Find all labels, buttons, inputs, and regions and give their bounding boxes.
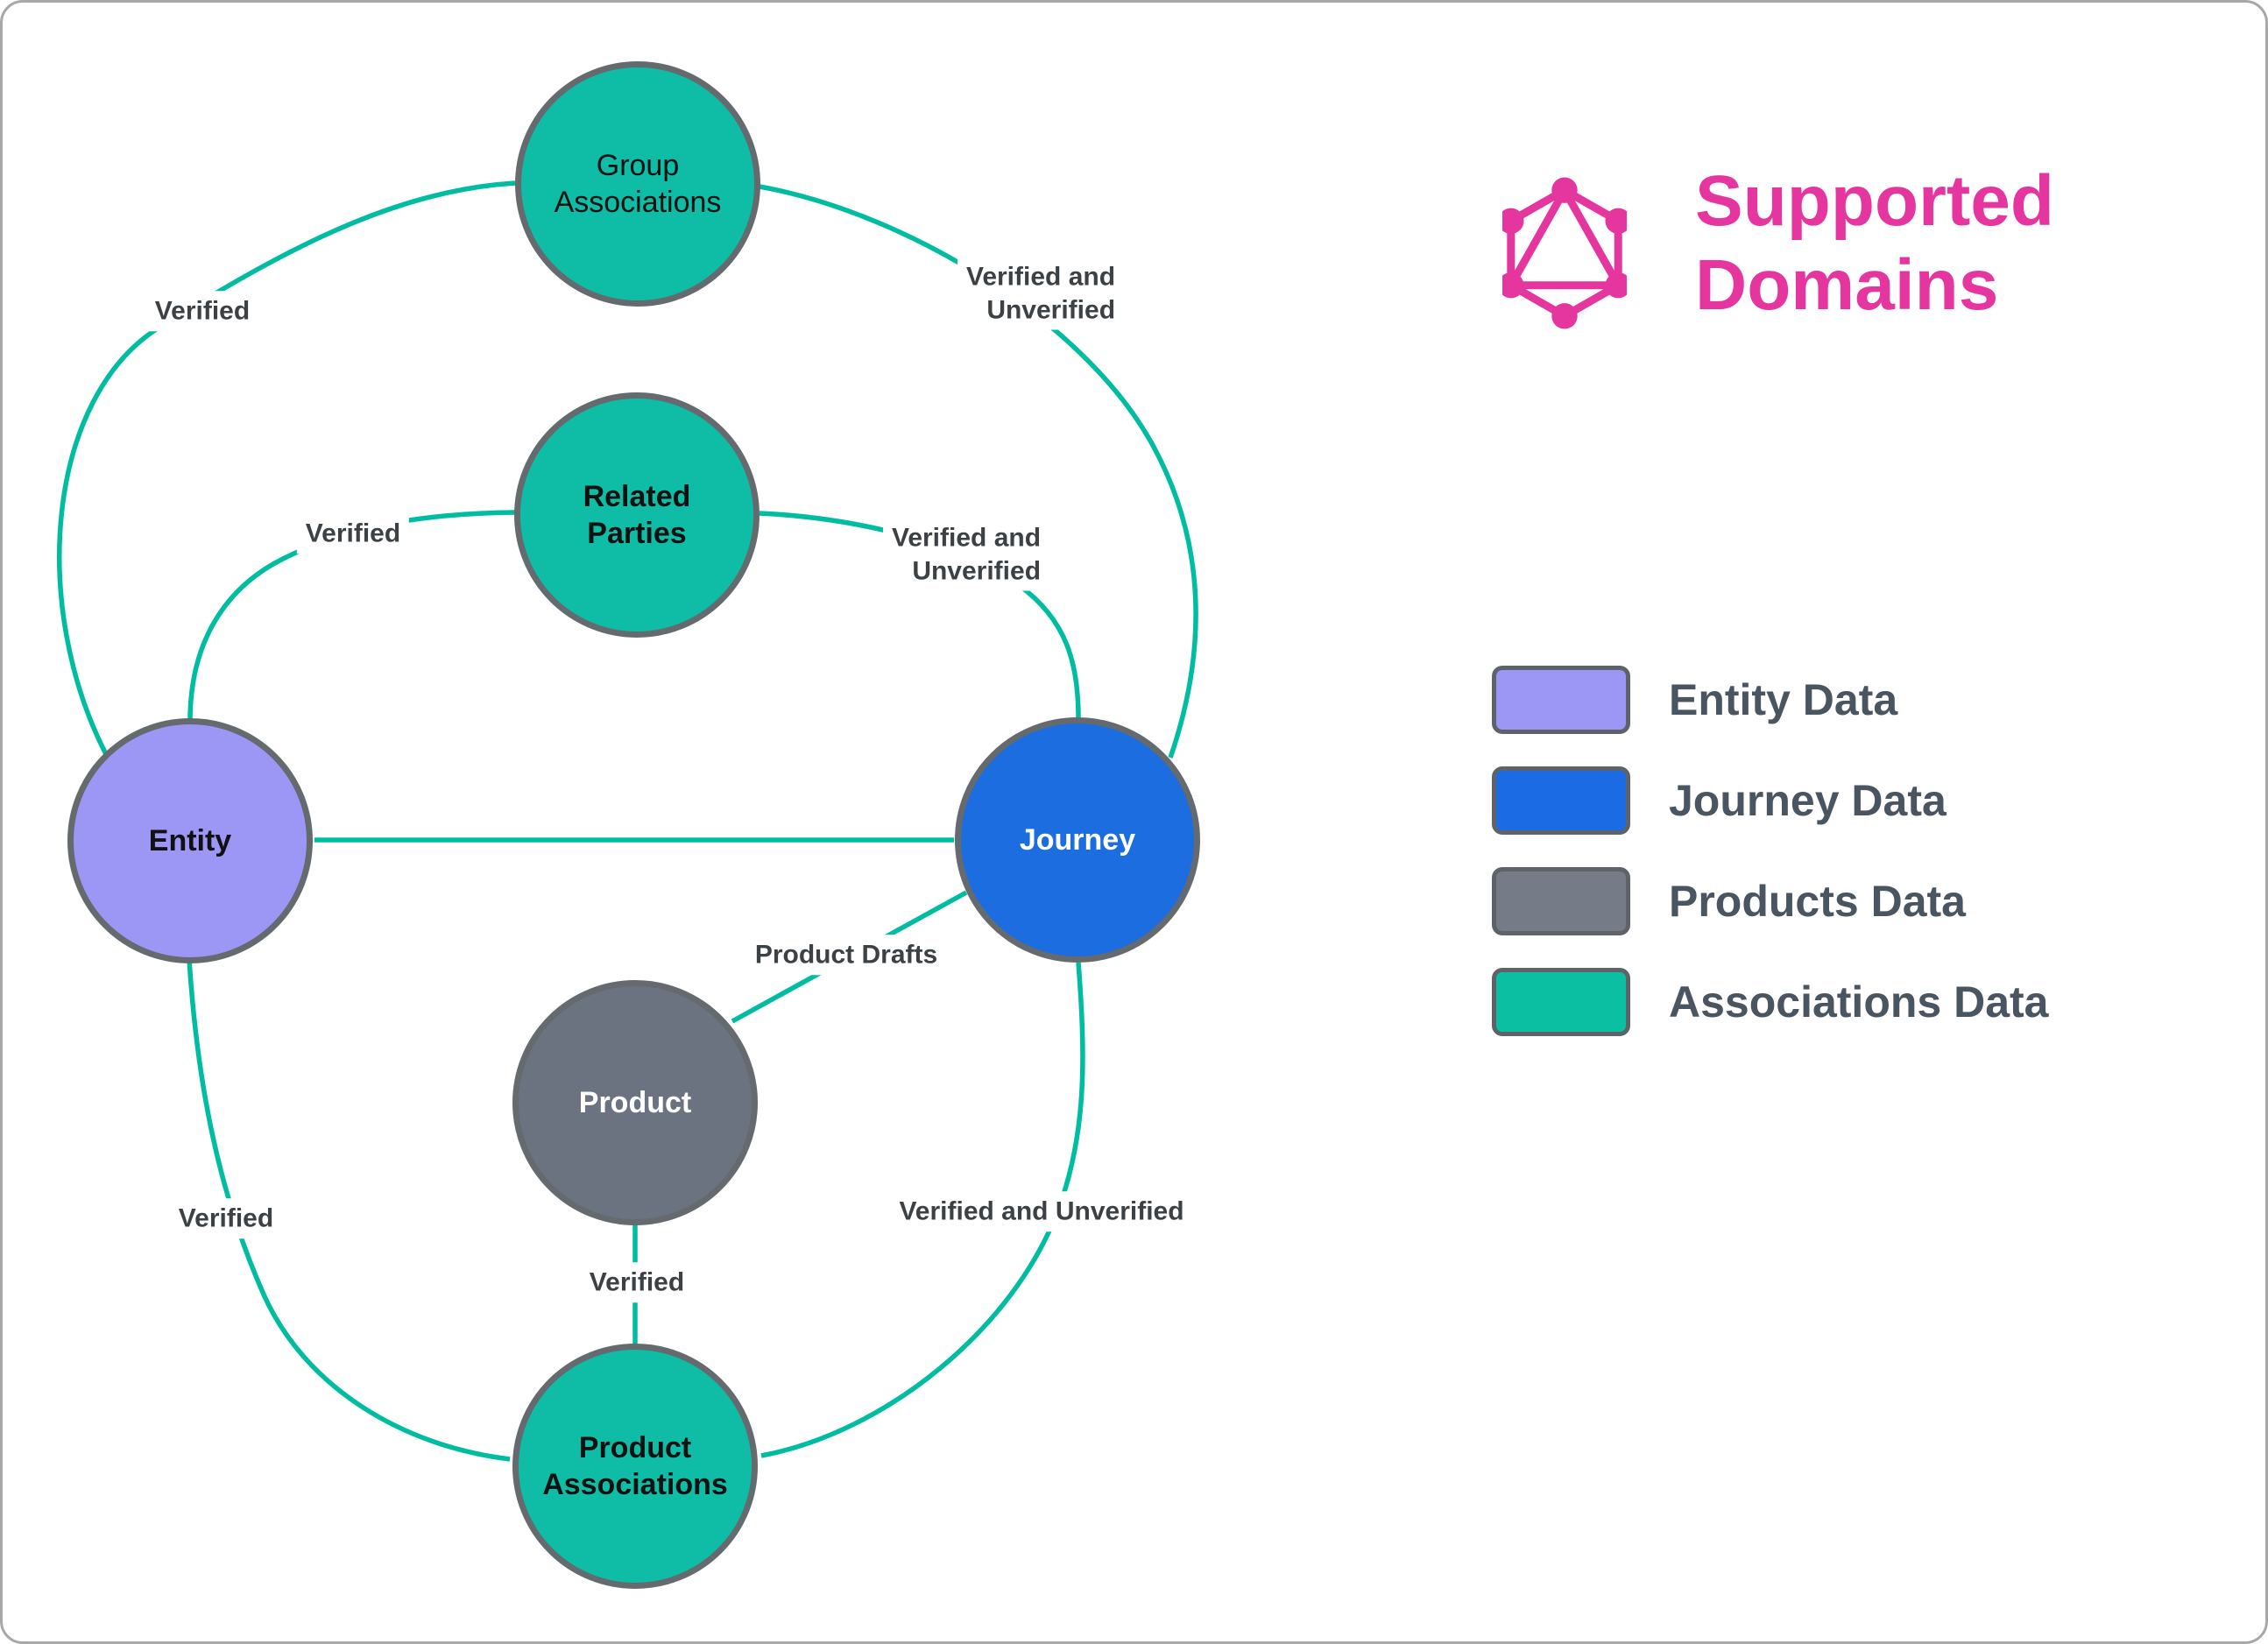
edge-entity-product-associations (187, 959, 511, 1462)
page-title-line1: Supported (1695, 161, 2054, 241)
header: Supported Domains (1502, 161, 2054, 335)
edge-entity-group-associations (57, 180, 516, 759)
node-group-associations: Group Associations (515, 61, 760, 307)
node-related-parties: Related Parties (514, 392, 760, 638)
legend-row-products-data: Products Data (1492, 867, 2048, 935)
legend-label-journey-data: Journey Data (1669, 776, 1947, 825)
edge-journey-product-associations (760, 962, 1085, 1458)
node-related-parties-label: Related Parties (583, 479, 691, 551)
node-entity: Entity (67, 718, 313, 963)
edge-label-entity-group-associations: Verified (145, 291, 259, 331)
node-group-associations-label: Group Associations (554, 148, 722, 220)
edge-entity-related-parties (187, 510, 516, 722)
legend-row-associations-data: Associations Data (1492, 968, 2048, 1036)
legend-label-entity-data: Entity Data (1669, 675, 1898, 724)
node-product-associations: Product Associations (512, 1344, 758, 1589)
edge-label-entity-related-parties: Verified (296, 513, 410, 554)
node-journey-label: Journey (1019, 822, 1136, 857)
edge-label-journey-product-associations: Verified and Unverified (890, 1191, 1193, 1231)
node-product-associations-label: Product Associations (542, 1430, 728, 1502)
edge-label-product-product-associations: Verified (580, 1262, 694, 1302)
legend-label-products-data: Products Data (1669, 877, 1966, 926)
edge-label-entity-product-associations: Verified (169, 1198, 283, 1238)
edge-label-product-drafts: Product Drafts (745, 935, 947, 975)
graphql-logo-icon (1502, 177, 1627, 329)
edge-label-related-parties-journey: Verified and Unverified (882, 518, 1050, 591)
legend-swatch-associations-data (1492, 968, 1630, 1036)
legend-swatch-entity-data (1492, 666, 1630, 734)
edge-group-associations-journey (759, 184, 1198, 758)
node-product: Product (512, 980, 758, 1225)
page-title: Supported Domains (1695, 159, 2054, 328)
legend-row-journey-data: Journey Data (1492, 766, 2048, 835)
legend-row-entity-data: Entity Data (1492, 666, 2048, 734)
legend-swatch-journey-data (1492, 766, 1630, 835)
node-journey: Journey (955, 717, 1200, 963)
legend-swatch-products-data (1492, 867, 1630, 935)
edge-label-group-associations-journey: Verified and Unverified (957, 257, 1125, 330)
legend: Entity Data Journey Data Products Data A… (1492, 666, 2048, 1036)
page-title-line2: Domains (1695, 245, 1999, 325)
node-entity-label: Entity (148, 823, 232, 857)
legend-label-associations-data: Associations Data (1669, 977, 2049, 1027)
node-product-label: Product (578, 1085, 692, 1119)
